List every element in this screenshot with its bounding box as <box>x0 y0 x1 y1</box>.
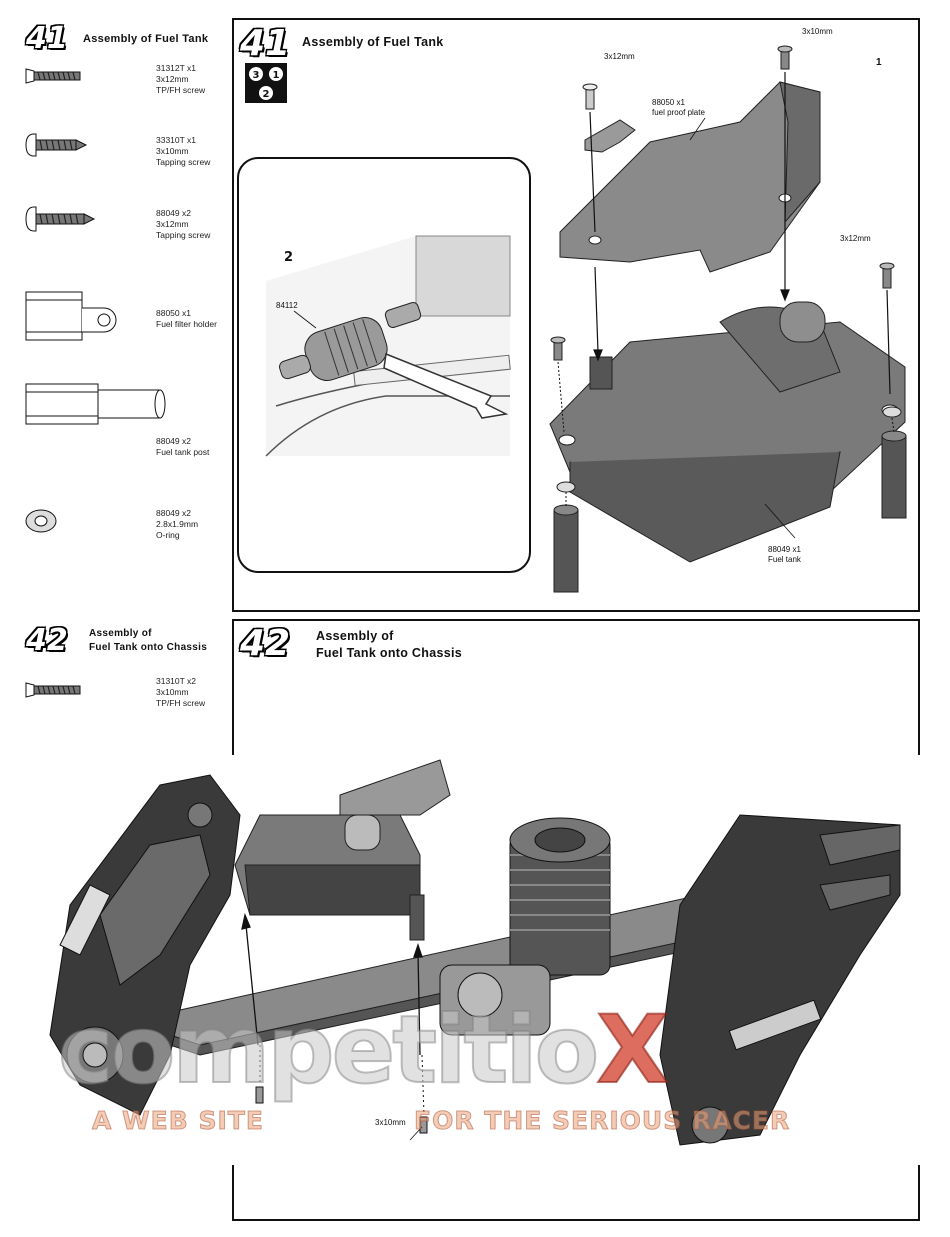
step-title-line1: Assembly of <box>89 628 152 639</box>
order-1: 1 <box>273 70 280 81</box>
tp-fh-screw-icon <box>25 682 81 698</box>
engine <box>439 817 611 1036</box>
step-title-line2: Fuel Tank onto Chassis <box>89 642 208 653</box>
step-42-badge: 42 <box>26 624 74 658</box>
part-88049-tapping: 88049 x2 3x12mm Tapping screw <box>156 208 211 240</box>
callout-screw-3x12-left: 3x12mm <box>604 52 635 61</box>
callout-fuel-tank: 88049 x1 Fuel tank <box>768 545 801 564</box>
part-31310t: 31310T x2 3x10mm TP/FH screw <box>156 676 206 708</box>
fuel-filter-holder-icon <box>25 291 117 341</box>
rear-suspension <box>659 814 901 1146</box>
inset-illustration <box>265 235 511 457</box>
tapping-screw-long-icon <box>25 206 96 232</box>
part-33310t: 33310T x1 3x10mm Tapping screw <box>156 135 211 167</box>
fuel-tank-post-mid <box>589 356 613 390</box>
order-2: 2 <box>263 89 270 100</box>
front-suspension <box>49 774 241 1116</box>
watermark-logo: competitioX <box>57 995 670 1106</box>
tapping-screw-icon <box>25 133 88 157</box>
step-number: 42 <box>240 623 291 664</box>
callout-screw-3x10-top: 3x10mm <box>802 27 833 36</box>
step-title: Assembly of Fuel Tank <box>83 33 209 45</box>
inset-part-84112: 84112 <box>276 301 298 310</box>
screw-right <box>879 262 895 289</box>
callout-fuel-proof-plate: 88050 x1 fuel proof plate <box>652 98 705 117</box>
step-42-badge-large: 42 <box>240 624 290 664</box>
o-ring-right <box>882 406 902 418</box>
step-41-badge-large: 41 <box>240 24 290 64</box>
chassis-illustration <box>49 755 920 1165</box>
part-31312t: 31312T x1 3x12mm TP/FH screw <box>156 63 206 95</box>
watermark-main: competitio <box>57 995 600 1106</box>
part-88049-oring: 88049 x2 2.8x1.9mm O-ring <box>156 508 199 540</box>
step-41-badge: 41 <box>26 22 74 56</box>
inset-panel: 2 84112 <box>237 157 531 573</box>
screw-installed-right <box>419 1116 428 1134</box>
step-41-frame <box>232 18 920 612</box>
callout-screw-3x10: 3x10mm <box>375 1118 406 1127</box>
watermark-tagline-right: FOR THE SERIOUS RACER <box>413 1106 791 1136</box>
fuel-tank <box>549 301 906 563</box>
inset-step-number: 2 <box>284 250 293 265</box>
assembly-order-icon: 3 1 2 <box>245 63 287 103</box>
fuel-tank-post-left <box>553 504 579 593</box>
fuel-proof-plate <box>559 81 821 273</box>
fuel-tank-post-right <box>881 430 907 519</box>
step-title-large-line1: Assembly of <box>316 629 394 643</box>
part-88050: 88050 x1 Fuel filter holder <box>156 308 217 329</box>
watermark-tagline-left: A WEB SITE <box>92 1106 264 1136</box>
filter-holder <box>584 119 636 153</box>
step-number: 42 <box>26 623 68 658</box>
fuel-tank-installed <box>234 759 451 941</box>
step-title-large: Assembly of Fuel Tank <box>302 35 444 49</box>
order-3: 3 <box>253 70 260 81</box>
screw-top <box>777 45 793 70</box>
part-88049-post: 88049 x2 Fuel tank post <box>156 436 210 457</box>
watermark-accent: X <box>595 995 670 1106</box>
fuel-tank-post-icon <box>25 383 166 425</box>
fuel-filter-icon <box>279 301 422 381</box>
screw-installed-left <box>255 1086 264 1104</box>
step-number: 41 <box>240 23 291 64</box>
callout-screw-3x12-right: 3x12mm <box>840 234 871 243</box>
o-ring-icon <box>25 509 57 533</box>
o-ring-left <box>556 481 576 493</box>
screw-lower-left <box>550 336 566 361</box>
fuel-tank-exploded-view <box>549 45 907 593</box>
screw-left <box>582 83 598 110</box>
step-number: 41 <box>26 21 68 56</box>
tp-fh-screw-icon <box>25 68 81 84</box>
main-step-number: 1 <box>876 57 882 68</box>
step-title-large-line2: Fuel Tank onto Chassis <box>316 646 462 660</box>
